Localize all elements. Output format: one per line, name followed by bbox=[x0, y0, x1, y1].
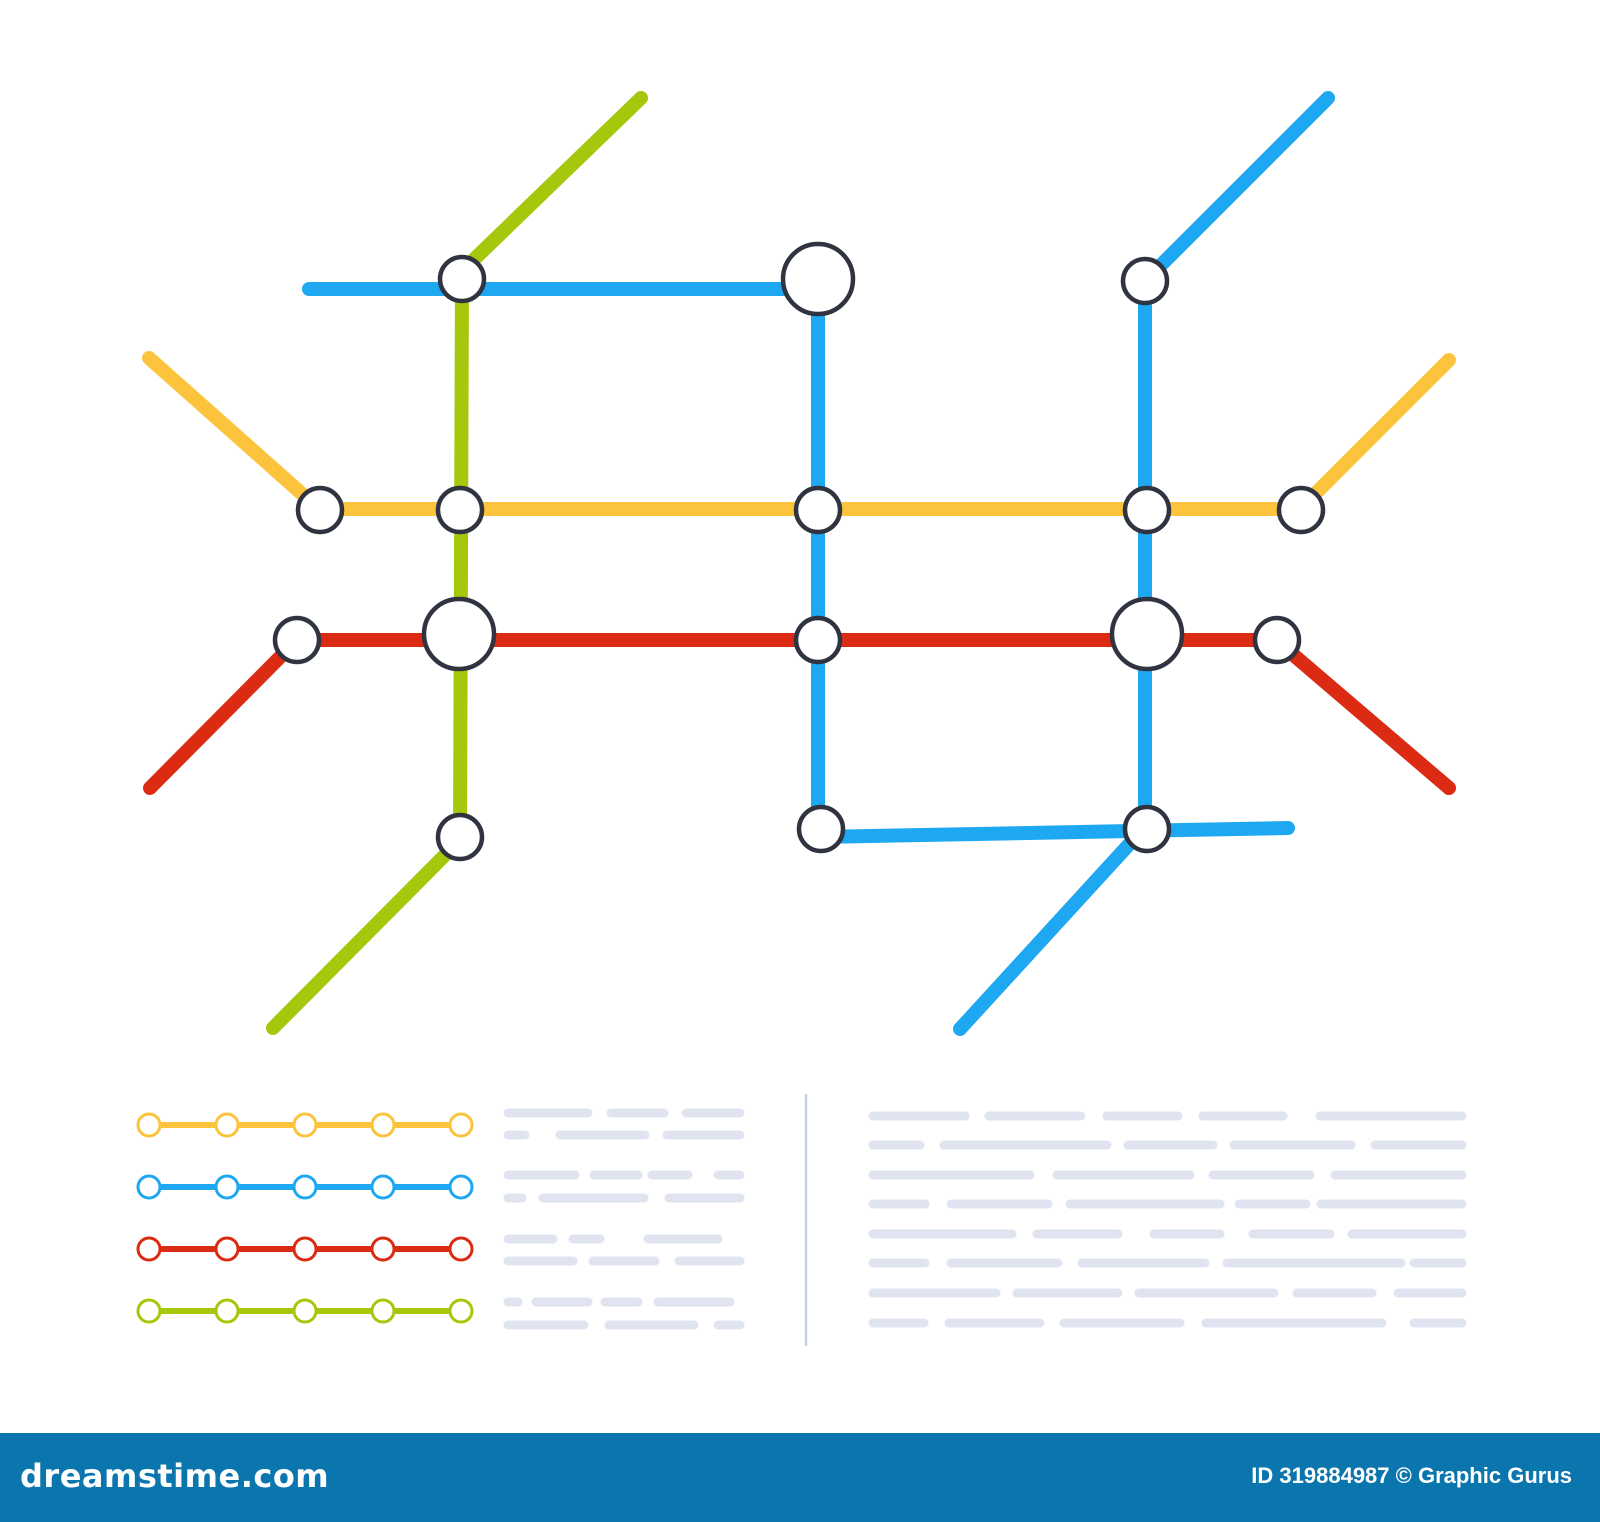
legend-stop bbox=[448, 1174, 474, 1200]
station bbox=[796, 804, 846, 854]
description-placeholder-text bbox=[868, 1111, 1467, 1328]
legend-stop bbox=[292, 1236, 318, 1262]
legend-stop bbox=[214, 1112, 240, 1138]
legend-stop bbox=[214, 1298, 240, 1324]
legend-red-line bbox=[136, 1236, 474, 1262]
legend-stop bbox=[136, 1236, 162, 1262]
legend-stop bbox=[292, 1174, 318, 1200]
stations bbox=[272, 241, 1326, 862]
legend-stop bbox=[214, 1236, 240, 1262]
legend-placeholder-text bbox=[503, 1108, 745, 1330]
legend-stop bbox=[292, 1298, 318, 1324]
site-logo[interactable]: dreamstime.com bbox=[20, 1457, 330, 1495]
legend-blue-line bbox=[136, 1174, 474, 1200]
legend-green-line bbox=[136, 1298, 474, 1324]
station bbox=[272, 615, 322, 665]
footer-bar: dreamstime.com ID 319884987 © Graphic Gu… bbox=[0, 1433, 1600, 1522]
interchange-station bbox=[1109, 596, 1185, 672]
red-line bbox=[143, 633, 1456, 795]
legend-stop bbox=[448, 1236, 474, 1262]
station bbox=[435, 485, 485, 535]
legend-stop bbox=[136, 1112, 162, 1138]
image-credit: ID 319884987 © Graphic Gurus bbox=[1251, 1463, 1572, 1488]
station bbox=[435, 812, 485, 862]
green-line bbox=[266, 91, 648, 1035]
legend-stop bbox=[136, 1298, 162, 1324]
legend-stop bbox=[370, 1236, 396, 1262]
station bbox=[793, 615, 843, 665]
legend-stop bbox=[370, 1298, 396, 1324]
station bbox=[1122, 485, 1172, 535]
legend-stop bbox=[448, 1112, 474, 1138]
station bbox=[1252, 615, 1302, 665]
interchange-station bbox=[421, 596, 497, 672]
station bbox=[437, 254, 487, 304]
legend-stop bbox=[370, 1112, 396, 1138]
metro-map bbox=[136, 91, 1467, 1346]
legend-stop bbox=[370, 1174, 396, 1200]
blue-line-right bbox=[953, 91, 1335, 1036]
station bbox=[1120, 256, 1170, 306]
line-legend bbox=[136, 1112, 474, 1324]
yellow-line bbox=[142, 351, 1456, 516]
legend-stop bbox=[292, 1112, 318, 1138]
legend-yellow-line bbox=[136, 1112, 474, 1138]
station bbox=[295, 485, 345, 535]
legend-stop bbox=[136, 1174, 162, 1200]
legend-stop bbox=[214, 1174, 240, 1200]
station bbox=[1122, 804, 1172, 854]
station bbox=[793, 485, 843, 535]
blue-line-top bbox=[302, 282, 1295, 844]
legend-stop bbox=[448, 1298, 474, 1324]
station bbox=[1276, 485, 1326, 535]
interchange-station bbox=[780, 241, 856, 317]
